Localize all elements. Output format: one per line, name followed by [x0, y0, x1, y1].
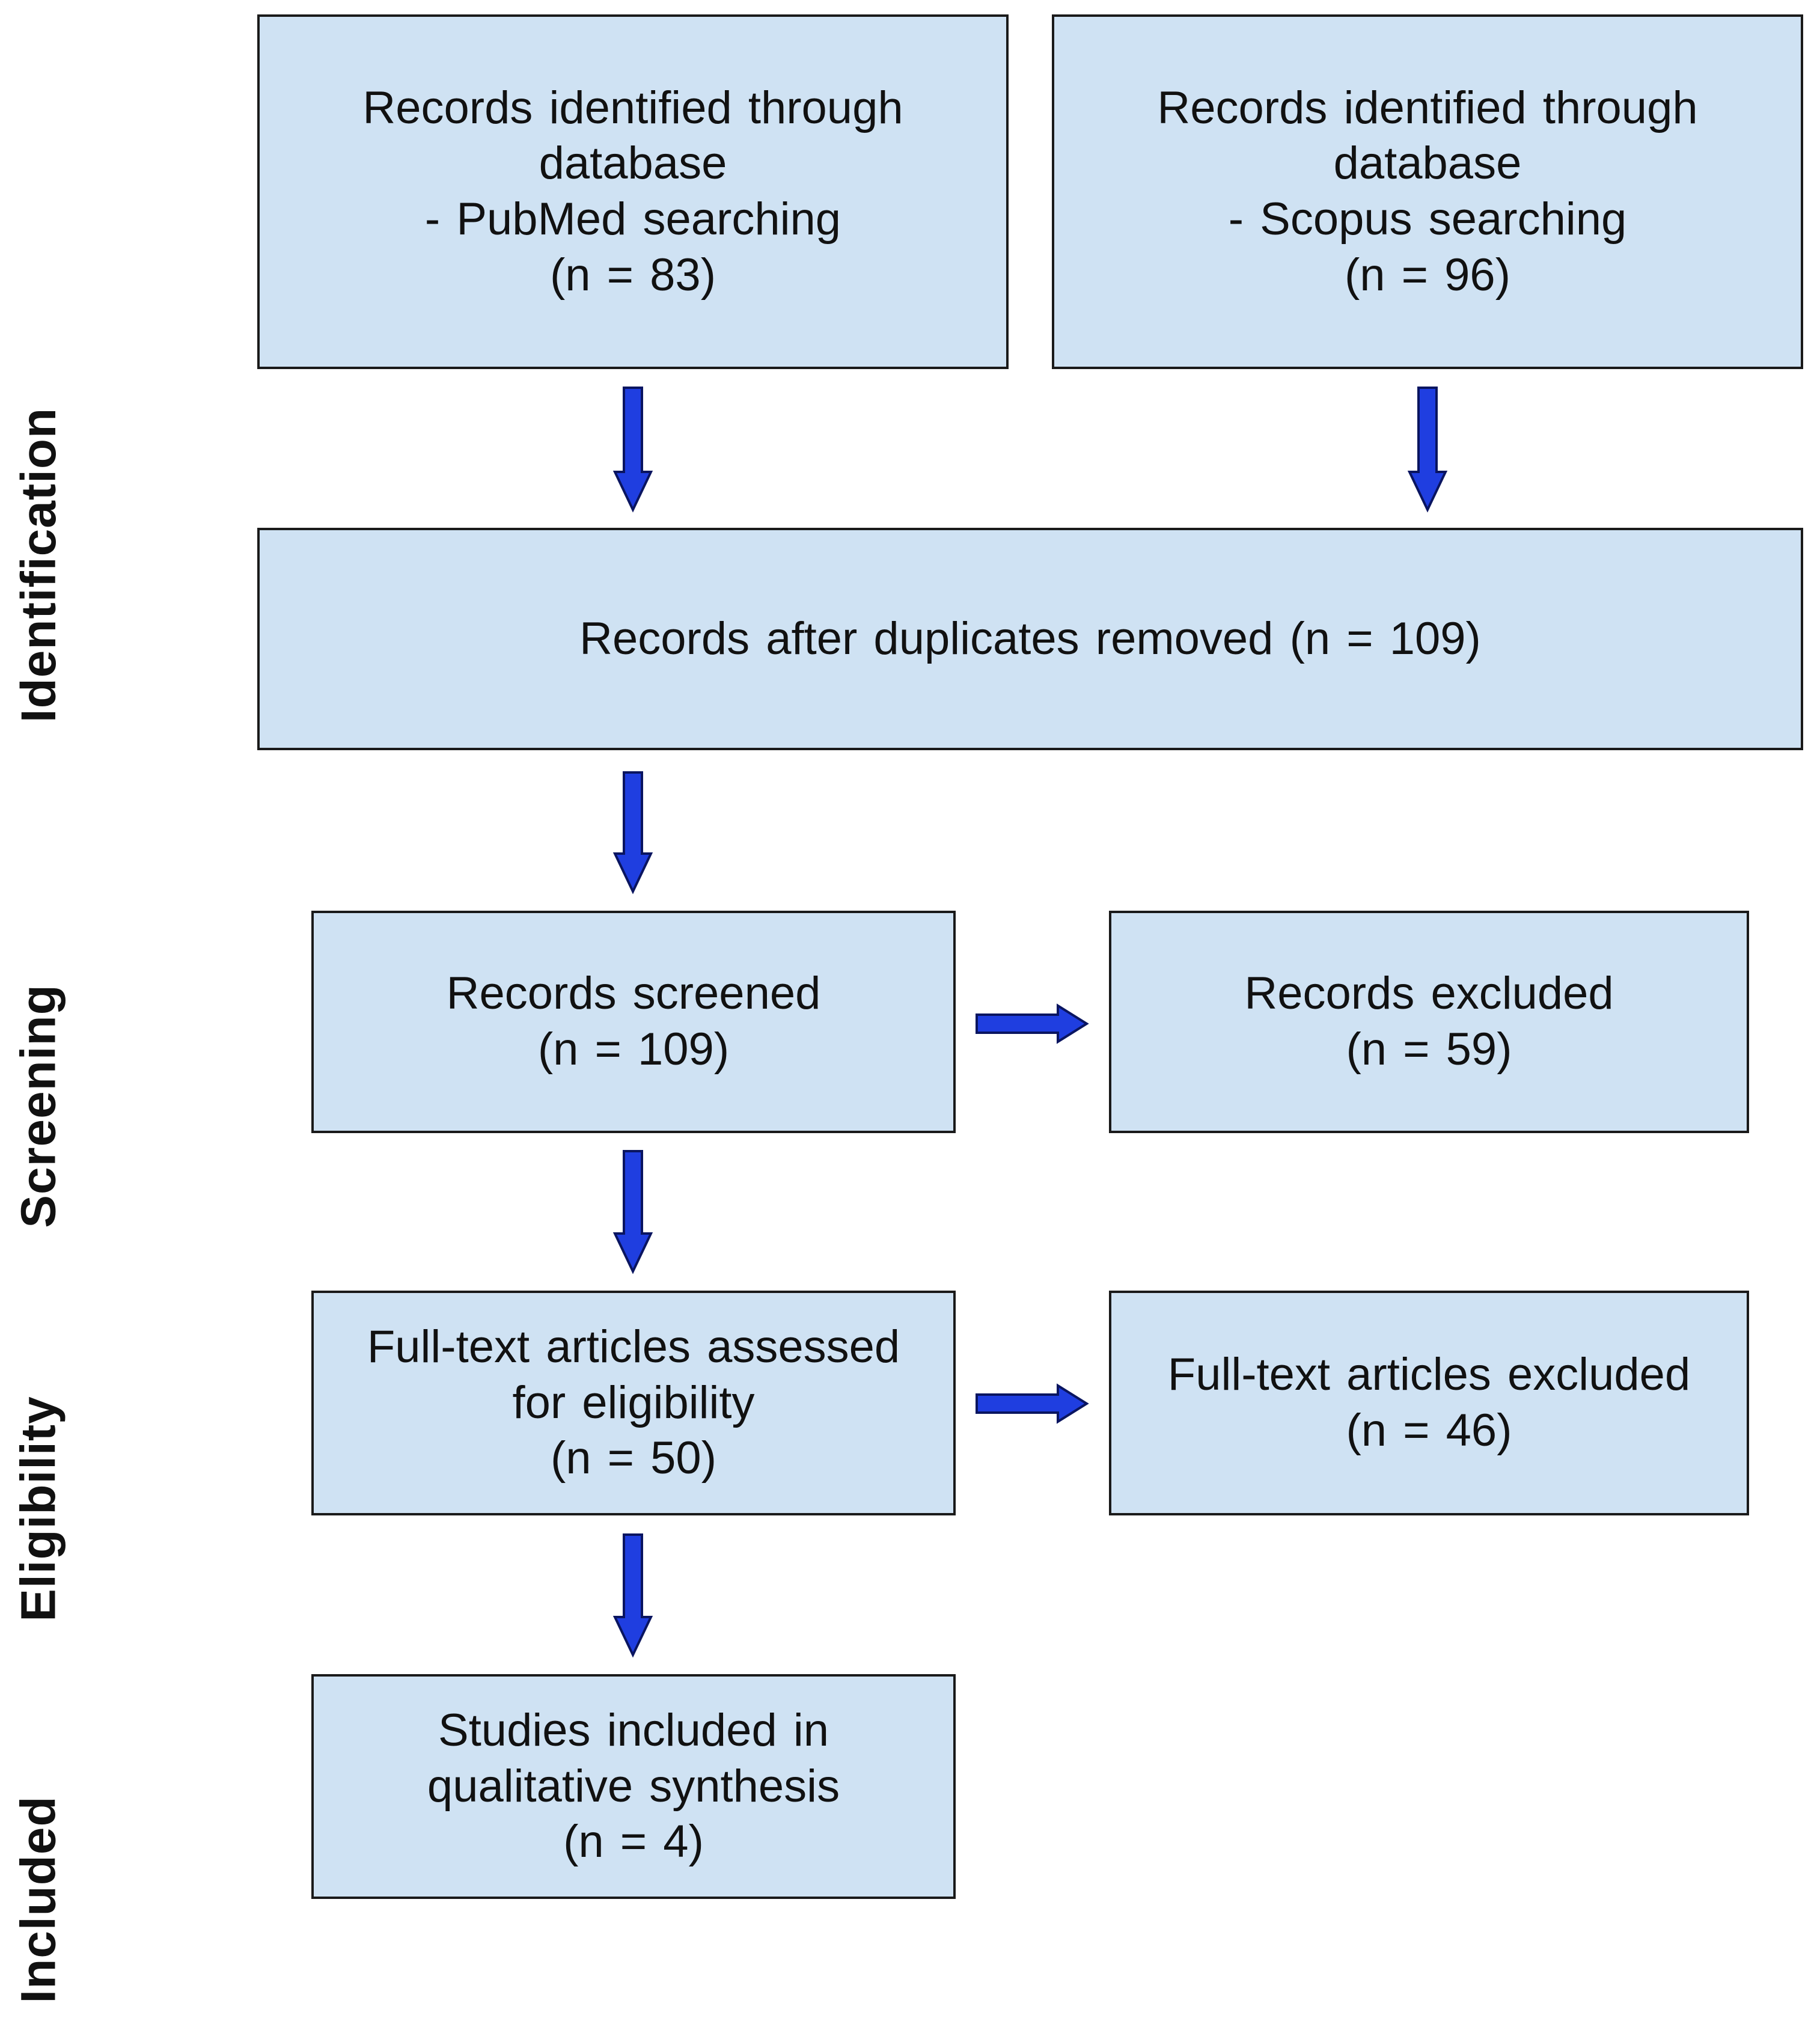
deduplicated-text: Records after duplicates removed (n = 10… — [579, 613, 1481, 664]
excluded-line-1: Records excluded — [1244, 968, 1614, 1020]
box-records-screened: Records screened (n = 109) — [311, 911, 956, 1133]
fulltext-assessed-count: (n = 50) — [550, 1432, 717, 1484]
box-records-after-duplicates: Records after duplicates removed (n = 10… — [257, 528, 1803, 750]
arrow-down-scopus — [1407, 387, 1448, 513]
pubmed-line-1: Records identified through — [362, 82, 903, 133]
box-studies-included: Studies included in qualitative synthesi… — [311, 1674, 956, 1899]
pubmed-count: (n = 83) — [549, 249, 716, 301]
fulltext-assessed-line-2: for eligibility — [512, 1377, 755, 1428]
arrow-down-deduplicated — [612, 771, 653, 894]
arrow-down-screened — [612, 1150, 653, 1274]
box-fulltext-assessed: Full-text articles assessed for eligibil… — [311, 1291, 956, 1515]
scopus-line-2: database — [1333, 138, 1522, 189]
pubmed-line-2: database — [539, 138, 727, 189]
scopus-line-1: Records identified through — [1157, 82, 1698, 133]
arrow-down-fulltext — [612, 1533, 653, 1658]
screened-line-1: Records screened — [446, 968, 821, 1020]
fulltext-assessed-line-1: Full-text articles assessed — [367, 1321, 900, 1372]
box-pubmed-records: Records identified through database - Pu… — [257, 14, 1009, 369]
arrow-right-screened-excluded — [976, 1003, 1089, 1044]
box-fulltext-excluded: Full-text articles excluded (n = 46) — [1109, 1291, 1749, 1515]
fulltext-excluded-count: (n = 46) — [1346, 1405, 1512, 1456]
included-count: (n = 4) — [563, 1816, 704, 1868]
scopus-line-3: - Scopus searching — [1228, 194, 1627, 245]
pubmed-line-3: - PubMed searching — [424, 194, 841, 245]
screened-count: (n = 109) — [537, 1024, 730, 1075]
box-records-excluded: Records excluded (n = 59) — [1109, 911, 1749, 1133]
arrow-right-fulltext-excluded — [976, 1383, 1089, 1424]
fulltext-excluded-line-1: Full-text articles excluded — [1167, 1349, 1691, 1401]
included-line-2: qualitative synthesis — [427, 1760, 840, 1812]
excluded-count: (n = 59) — [1346, 1024, 1512, 1075]
included-line-1: Studies included in — [438, 1704, 829, 1756]
arrow-down-pubmed — [612, 387, 653, 513]
box-scopus-records: Records identified through database - Sc… — [1052, 14, 1803, 369]
scopus-count: (n = 96) — [1344, 249, 1511, 301]
